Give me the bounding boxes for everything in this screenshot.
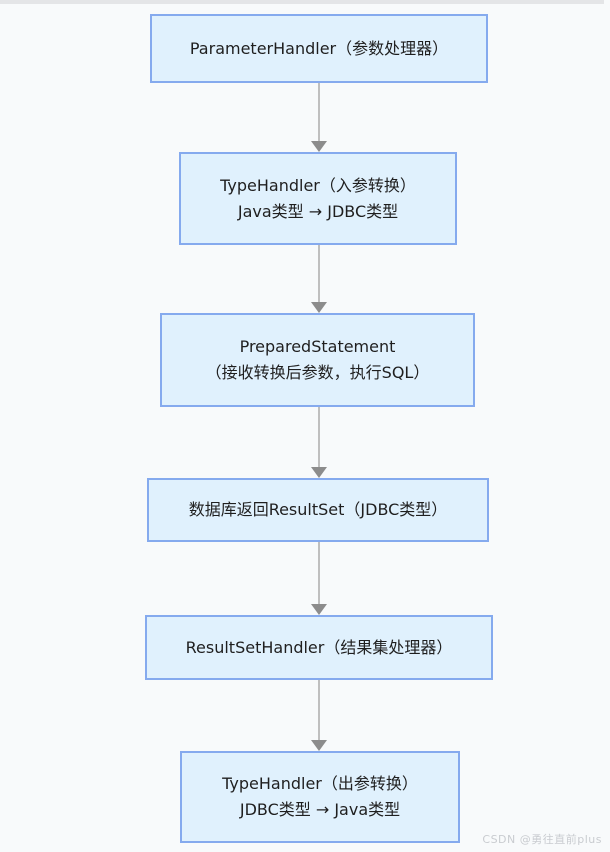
node-type-handler-out: TypeHandler（出参转换） JDBC类型 → Java类型	[180, 751, 460, 843]
node-sublabel: JDBC类型 → Java类型	[239, 800, 401, 819]
node-label: ResultSetHandler（结果集处理器）	[185, 637, 453, 657]
node-label: PreparedStatement	[239, 337, 396, 356]
node-resultset-handler: ResultSetHandler（结果集处理器）	[145, 615, 493, 680]
node-label: 数据库返回ResultSet（JDBC类型）	[188, 500, 448, 519]
node-sublabel: （接收转换后参数，执行SQL）	[205, 363, 430, 382]
node-prepared-statement: PreparedStatement （接收转换后参数，执行SQL）	[160, 313, 475, 407]
flow-arrow-3	[311, 407, 327, 478]
arrowhead-down-icon	[311, 141, 327, 152]
arrow-line	[318, 680, 320, 741]
node-sublabel: Java类型 → JDBC类型	[237, 201, 399, 221]
watermark: CSDN @勇往直前plus	[482, 833, 602, 846]
flow-arrow-4	[311, 542, 327, 615]
node-parameter-handler: ParameterHandler（参数处理器）	[150, 14, 488, 83]
arrowhead-down-icon	[311, 467, 327, 478]
arrowhead-down-icon	[311, 740, 327, 751]
arrowhead-down-icon	[311, 604, 327, 615]
arrow-line	[318, 83, 320, 142]
arrow-line	[318, 542, 320, 605]
node-label: TypeHandler（出参转换）	[222, 774, 418, 793]
node-database-resultset: 数据库返回ResultSet（JDBC类型）	[147, 478, 489, 542]
node-label: TypeHandler（入参转换）	[220, 175, 416, 195]
flow-arrow-2	[311, 245, 327, 313]
top-scroll-strip	[0, 0, 604, 4]
flow-arrow-1	[311, 83, 327, 152]
node-type-handler-in: TypeHandler（入参转换） Java类型 → JDBC类型	[179, 152, 457, 245]
node-label: ParameterHandler（参数处理器）	[189, 38, 449, 58]
arrow-line	[318, 407, 320, 468]
arrowhead-down-icon	[311, 302, 327, 313]
arrow-line	[318, 245, 320, 303]
flow-arrow-5	[311, 680, 327, 751]
